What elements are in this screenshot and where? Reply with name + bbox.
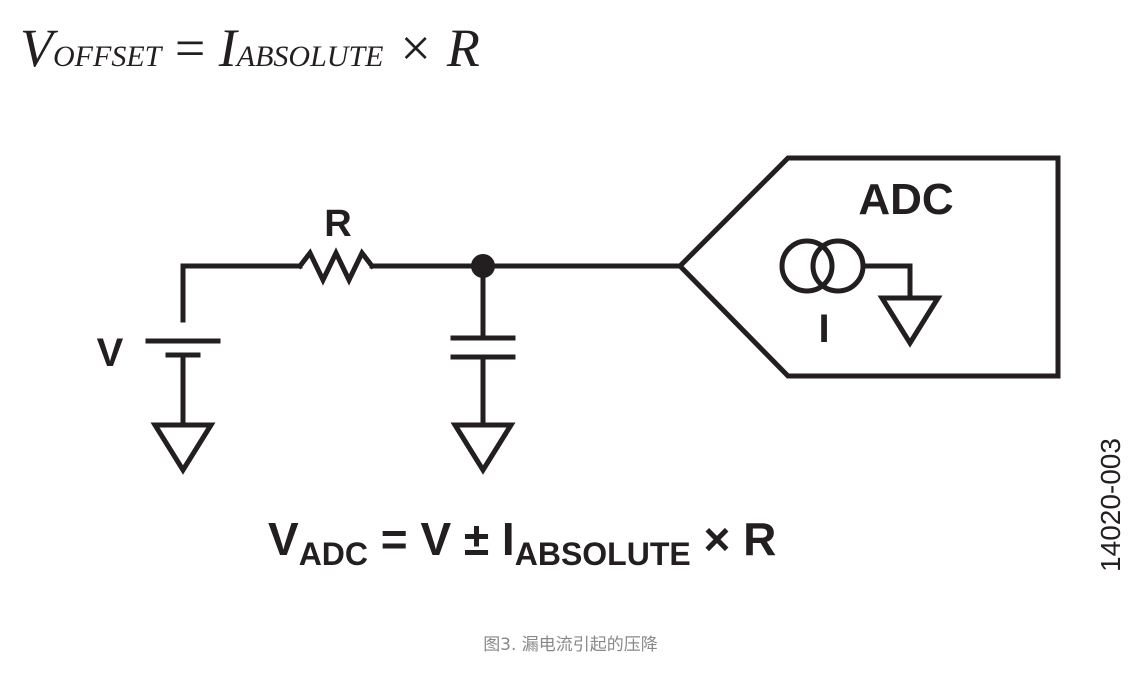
ground-symbol-capacitor — [450, 422, 516, 475]
current-source-symbol — [779, 238, 943, 348]
ground-symbol-adc — [877, 295, 943, 348]
adc-formula-i-sub: ABSOLUTE — [515, 536, 691, 572]
capacitor-symbol — [450, 335, 516, 360]
figure-caption: 图3. 漏电流引起的压降 — [483, 635, 658, 655]
adc-formula-rhs: = V ± I — [368, 513, 515, 565]
adc-block — [676, 155, 1061, 379]
adc-formula-v: V — [268, 513, 299, 565]
circuit-wires — [180, 263, 683, 428]
figure-id: 14020-003 — [1095, 438, 1126, 572]
wire-current-source-to-ground — [860, 263, 913, 301]
offset-formula-i: I — [218, 18, 240, 78]
offset-formula-times-r: × R — [383, 18, 479, 78]
current-source-circle-right — [810, 238, 866, 294]
resistor-label: R — [324, 203, 351, 245]
ground-symbol-source — [150, 422, 216, 475]
offset-formula-equals: = — [161, 18, 218, 78]
current-source-label: I — [818, 307, 829, 351]
voltage-source-symbol — [145, 338, 221, 358]
adc-formula: VADC = V ± IABSOLUTE × R — [268, 513, 776, 572]
junction-dot — [471, 254, 495, 278]
offset-formula-v-sub: OFFSET — [53, 40, 164, 73]
adc-formula-v-sub: ADC — [299, 536, 368, 572]
source-label: V — [97, 331, 124, 375]
adc-formula-tail: × R — [691, 513, 777, 565]
adc-label: ADC — [858, 175, 953, 224]
offset-formula: VOFFSET = IABSOLUTE × R — [20, 18, 480, 78]
current-source-circle-left — [779, 238, 835, 294]
resistor-symbol — [296, 247, 376, 286]
wire-source-to-resistor — [180, 263, 303, 323]
offset-formula-i-sub: ABSOLUTE — [235, 40, 384, 73]
offset-formula-v: V — [20, 18, 59, 78]
